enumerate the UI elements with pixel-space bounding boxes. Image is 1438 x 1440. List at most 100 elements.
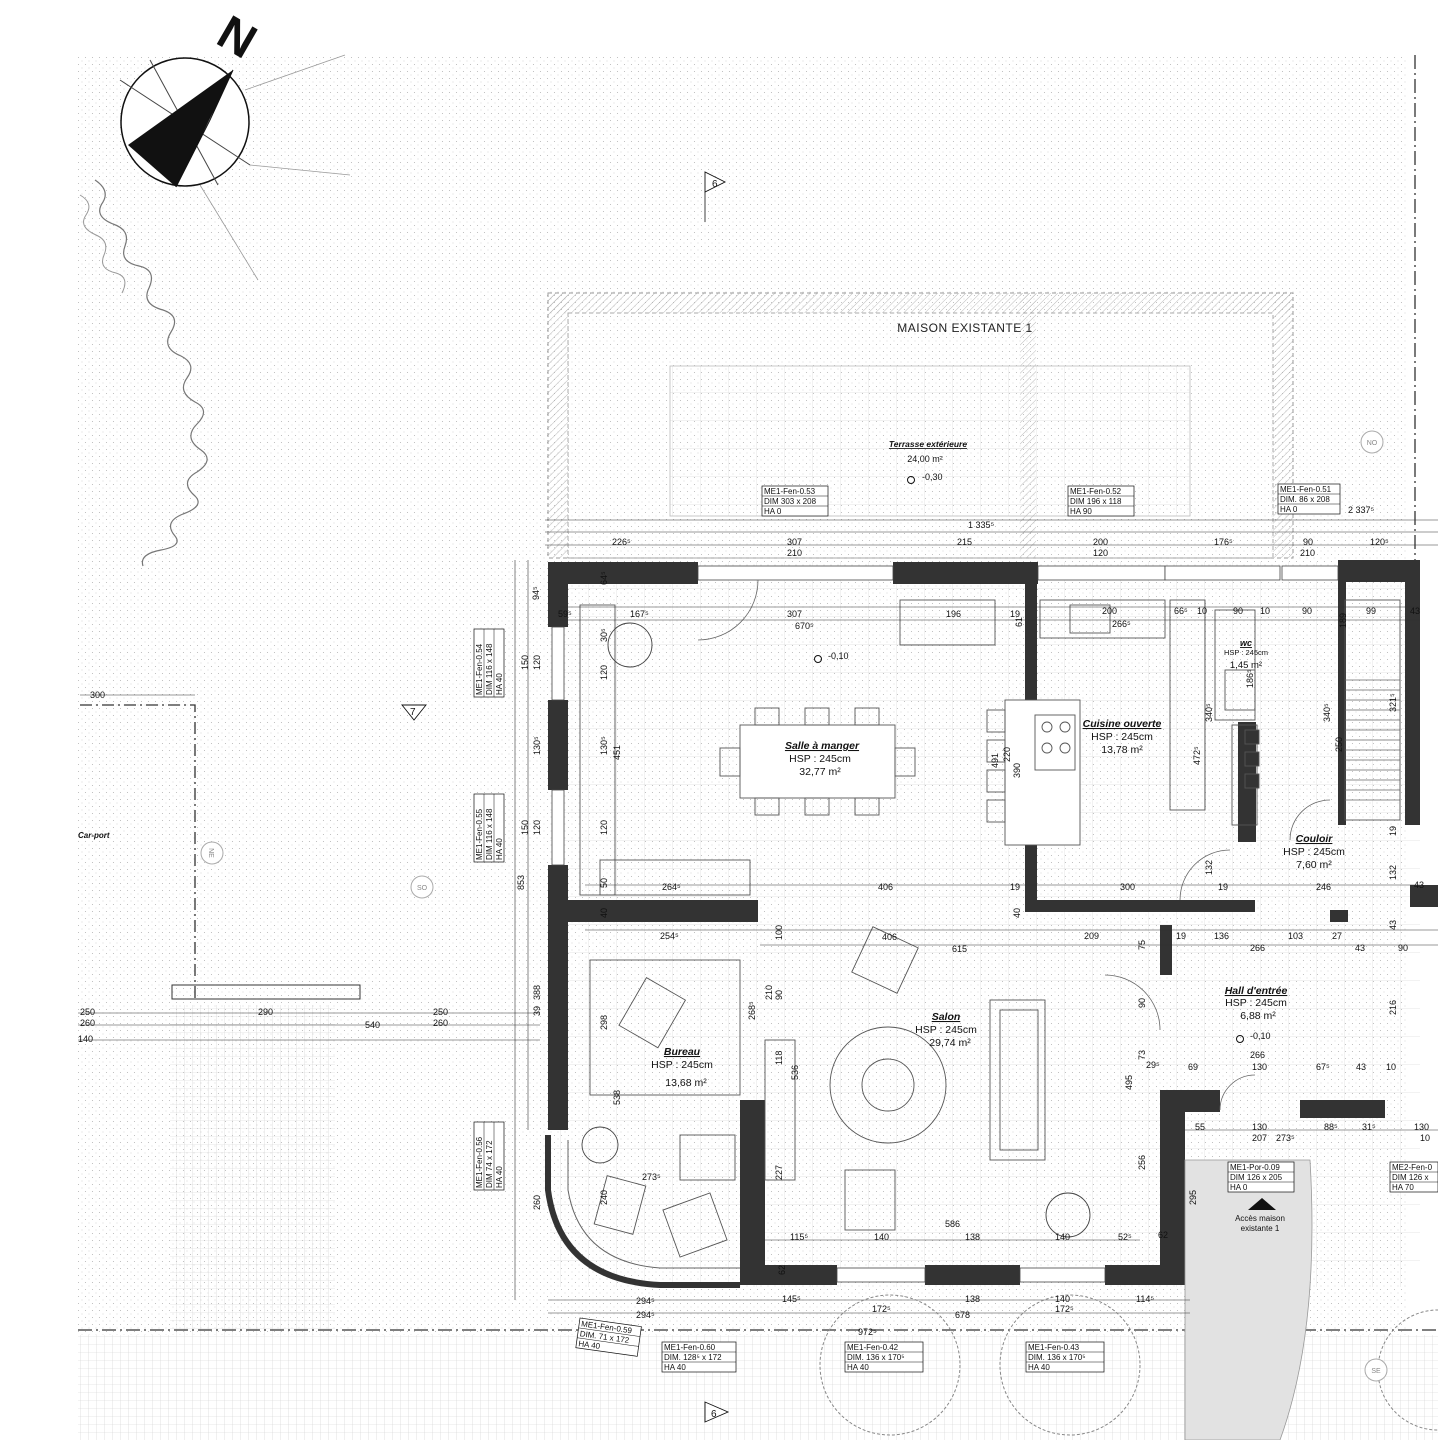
window-tag: ME1-Fen-0.53 DIM 303 x 208 HA 0: [761, 485, 829, 517]
dim: 59⁵: [558, 609, 572, 619]
dim: 210: [764, 985, 774, 1000]
room-hsp: HSP : 245cm: [789, 753, 851, 765]
dim: 340⁵: [1322, 703, 1332, 722]
room-area: 7,60 m²: [1296, 859, 1332, 871]
dim: 94⁵: [531, 586, 541, 600]
dim: 132: [1204, 860, 1214, 875]
dim: 120: [599, 665, 609, 680]
room-kitchen: Cuisine ouverte HSP : 245cm 13,78 m²: [1083, 718, 1162, 756]
dim: 67⁵: [1316, 1062, 1330, 1072]
dining-level: -0,10: [828, 651, 849, 661]
dim: 189: [1338, 613, 1348, 628]
walls: [548, 560, 1438, 1285]
room-hsp: HSP : 245cm: [1283, 846, 1345, 858]
dim: 321⁵: [1388, 693, 1398, 712]
tag-ha: HA 0: [1230, 1183, 1248, 1192]
dim: 130: [1252, 1062, 1267, 1072]
hedge-line-inner: [79, 194, 126, 294]
dim: 90: [1137, 998, 1147, 1008]
dim: 273⁵: [1276, 1133, 1295, 1143]
dim: 10: [1197, 606, 1207, 616]
dim: 406: [878, 882, 893, 892]
tag-id: ME1-Por-0.09: [1230, 1163, 1280, 1172]
dim: 264⁵: [662, 882, 681, 892]
dim: 10: [1260, 606, 1270, 616]
dim: 300: [90, 690, 105, 700]
window-tag: ME1-Fen-0.52 DIM 196 x 118 HA 90: [1067, 485, 1135, 517]
dim: 538: [612, 1090, 622, 1105]
window-tag: ME1-Fen-0.51 DIM. 86 x 208 HA 0: [1277, 483, 1341, 515]
entry-note-2: existante 1: [1241, 1224, 1280, 1233]
dim: 670⁵: [795, 621, 814, 631]
window-tag: ME1-Fen-0.42 DIM. 136 x 170⁵ HA 40: [844, 1341, 924, 1373]
dim: 307: [787, 537, 802, 547]
dim: 295: [1188, 1190, 1198, 1205]
dim: 2 337⁵: [1348, 505, 1375, 515]
dim: 972⁵: [858, 1327, 877, 1337]
dim: 90: [1398, 943, 1408, 953]
tag-dim: DIM. 128⁵ x 172: [664, 1353, 722, 1362]
dim: 491: [990, 753, 1000, 768]
hall-level: -0,10: [1250, 1031, 1271, 1041]
dim: 43: [1414, 880, 1424, 890]
window-tag: ME1-Fen-0.54 DIM 116 x 148 HA 40: [473, 628, 505, 698]
dim: 140: [1055, 1232, 1070, 1242]
room-dining: Salle à manger HSP : 245cm 32,77 m²: [785, 740, 860, 778]
existing-house-hatch-right: [1273, 293, 1293, 558]
dim: 586: [945, 1219, 960, 1229]
dim: 120: [599, 820, 609, 835]
window-tag: ME1-Por-0.09 DIM 126 x 205 HA 0: [1227, 1161, 1295, 1193]
room-hsp: HSP : 245cm: [1091, 731, 1153, 743]
dim: 472⁵: [1192, 746, 1202, 765]
room-living: Salon HSP : 245cm 29,74 m²: [915, 1011, 977, 1049]
tag-id: ME1-Fen-0.54: [475, 643, 484, 695]
dim: 90: [774, 990, 784, 1000]
dim: 273⁵: [642, 1172, 661, 1182]
dim: 209: [1084, 931, 1099, 941]
room-office: Bureau HSP : 245cm 13,68 m²: [651, 1046, 713, 1089]
tag-dim: DIM 116 x 148: [485, 808, 494, 860]
terrace-level: -0,30: [922, 472, 943, 482]
windows: [551, 565, 1339, 1283]
room-name: wc: [1240, 638, 1252, 648]
dim: 307: [787, 609, 802, 619]
window-tag: ME1-Fen-0.59 DIM. 71 x 172 HA 40: [575, 1317, 642, 1357]
dim: 66⁵: [1174, 606, 1188, 616]
dim: 43: [1410, 606, 1420, 616]
mark-so: SO: [417, 885, 428, 892]
dim: 215: [957, 537, 972, 547]
room-hall: Hall d'entrée HSP : 245cm 6,88 m²: [1225, 985, 1288, 1022]
tag-ha: HA 90: [1070, 507, 1092, 516]
existing-house-hatch-left: [548, 293, 568, 558]
tag-id: ME1-Fen-0.42: [847, 1343, 899, 1352]
dim: 300: [1120, 882, 1135, 892]
dim: 43: [1355, 943, 1365, 953]
tag-dim: DIM 303 x 208: [764, 497, 817, 506]
dim: 200: [1093, 537, 1108, 547]
dim: 207: [1252, 1133, 1267, 1143]
dim: 140: [78, 1034, 93, 1044]
tag-id: ME1-Fen-0.56: [475, 1136, 484, 1188]
dim: 340⁵: [1204, 703, 1214, 722]
room-hsp: HSP : 245cm: [915, 1024, 977, 1036]
mark-no: NO: [1367, 440, 1378, 447]
mark-se: SE: [1371, 1368, 1381, 1375]
bay-window-inner: [567, 1140, 740, 1269]
dim: 260: [532, 1195, 542, 1210]
mark-ne: NE: [207, 848, 214, 858]
dim: 62: [777, 1265, 787, 1275]
dim: 132: [1388, 865, 1398, 880]
plants: [581, 622, 1091, 1238]
dim: 266⁵: [1112, 619, 1131, 629]
dim: 120: [1093, 548, 1108, 558]
room-area: 32,77 m²: [799, 766, 841, 778]
tag-dim: DIM 126 x: [1392, 1173, 1428, 1182]
room-hsp: HSP : 245cm: [1225, 997, 1287, 1009]
room-hsp: HSP : 245cm: [1224, 648, 1268, 657]
dim: 69: [1188, 1062, 1198, 1072]
dim: 495: [1124, 1075, 1134, 1090]
tag-ha: HA 70: [1392, 1183, 1414, 1192]
entry-arrow: [1248, 1198, 1276, 1210]
dim: 167⁵: [630, 609, 649, 619]
dim: 43: [1388, 920, 1398, 930]
